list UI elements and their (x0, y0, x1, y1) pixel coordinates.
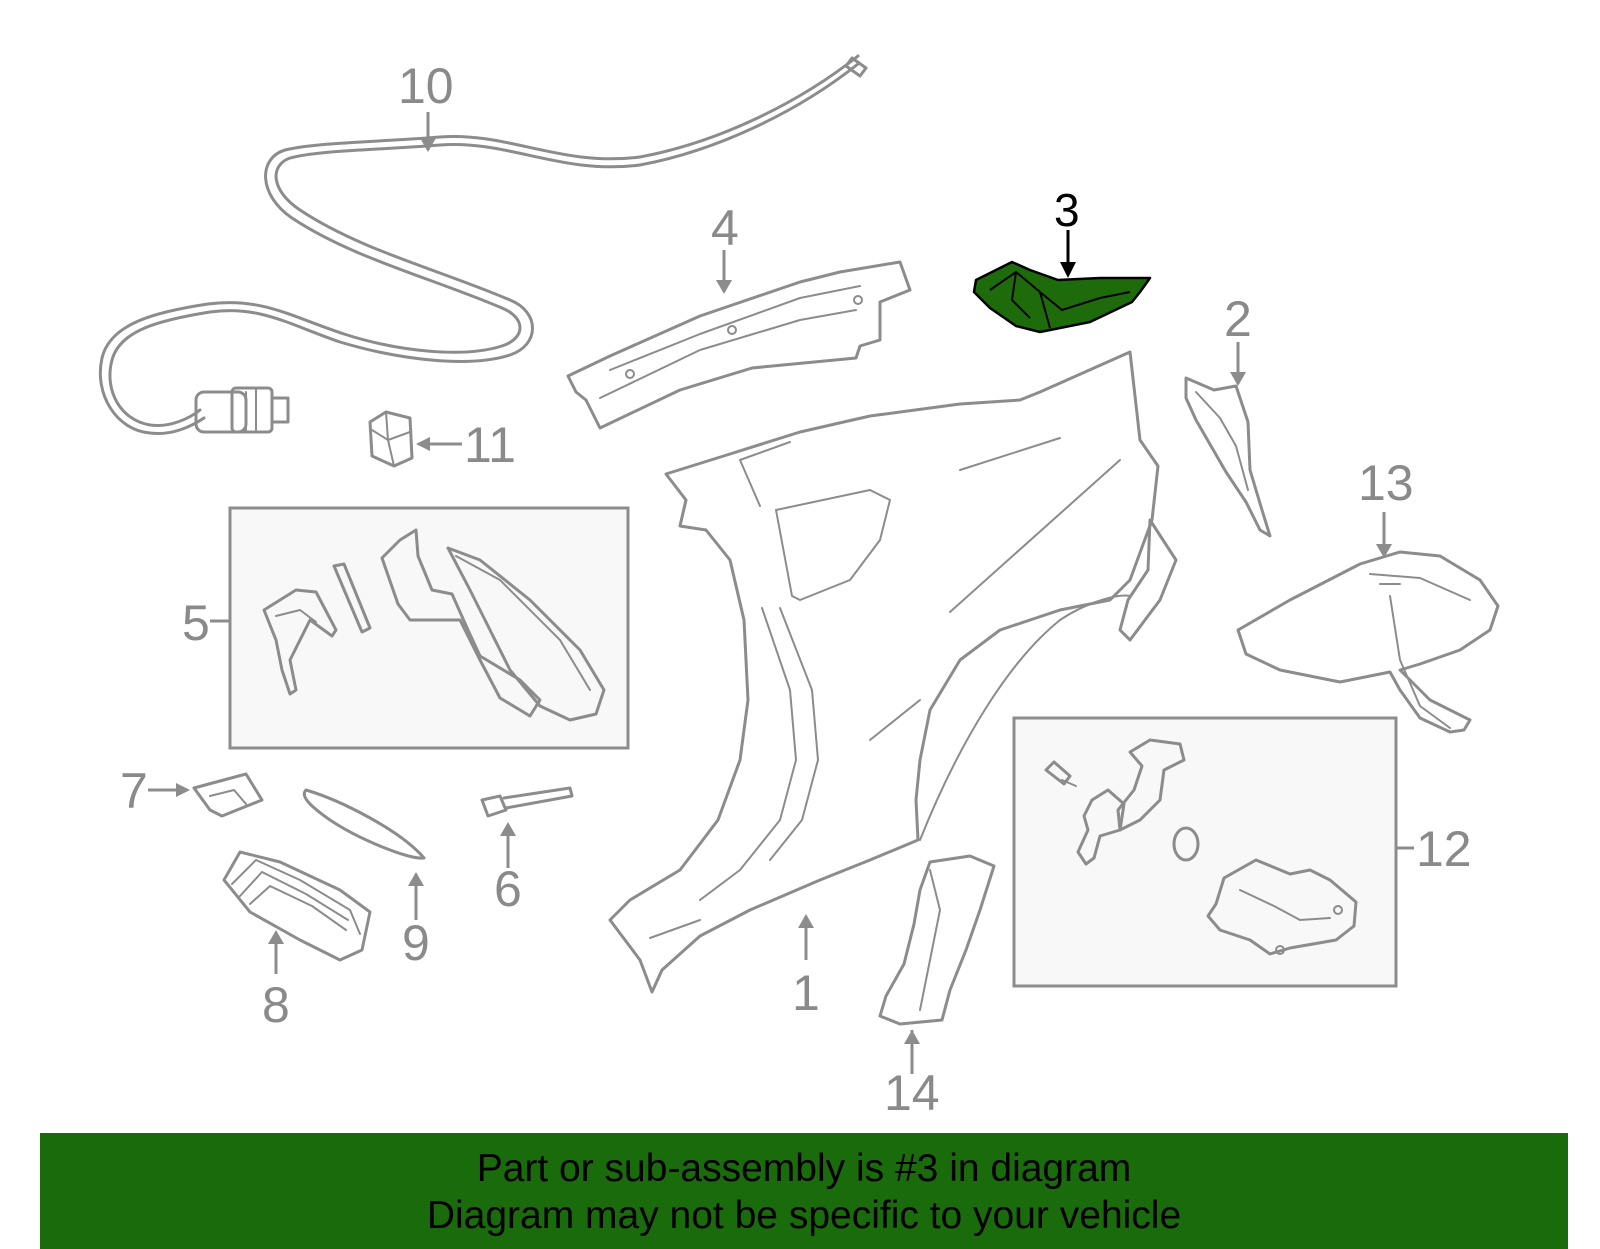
part-2-bracket[interactable] (1184, 376, 1272, 538)
part-3-highlighted-bracket[interactable] (972, 260, 1152, 334)
leader-1-arrowhead (798, 914, 814, 928)
part-9-seal[interactable] (302, 788, 426, 860)
part-13-liner[interactable] (1236, 550, 1500, 734)
part-12-group-box (1012, 716, 1398, 988)
callout-11[interactable]: 11 (464, 417, 516, 473)
callout-10[interactable]: 10 (398, 58, 454, 114)
leader-2-arrowhead (1230, 372, 1246, 386)
callout-1[interactable]: 1 (792, 965, 820, 1021)
callout-9[interactable]: 9 (402, 915, 430, 971)
callout-14[interactable]: 14 (884, 1065, 940, 1121)
leader-8-arrowhead (268, 930, 284, 944)
part-5-group-box (228, 506, 630, 750)
part-7-small-bracket[interactable] (192, 772, 264, 818)
leader-10-arrowhead (420, 138, 436, 152)
part-4-inner-rail[interactable] (566, 260, 912, 430)
part-6-rivet[interactable] (480, 786, 574, 818)
leader-13-arrowhead (1376, 544, 1392, 558)
leader-11-arrowhead (416, 437, 430, 451)
callout-2[interactable]: 2 (1224, 291, 1252, 347)
info-banner: Part or sub-assembly is #3 in diagram Di… (40, 1133, 1568, 1249)
cable-actuator (194, 386, 290, 434)
part-5-fuel-door-housing[interactable] (262, 528, 606, 722)
part-11-clip[interactable] (368, 410, 414, 468)
callout-8[interactable]: 8 (262, 977, 290, 1033)
part-14-extension[interactable] (878, 854, 996, 1026)
leader-14-arrowhead (904, 1030, 920, 1044)
callout-12[interactable]: 12 (1416, 821, 1472, 877)
leader-3-arrowhead (1060, 262, 1076, 278)
callout-13[interactable]: 13 (1358, 455, 1414, 511)
leader-6-arrowhead (500, 822, 516, 836)
banner-line-1: Part or sub-assembly is #3 in diagram (476, 1147, 1132, 1190)
leader-9-arrowhead (408, 872, 424, 886)
callout-3[interactable]: 3 (1054, 184, 1080, 236)
callout-4[interactable]: 4 (711, 200, 739, 256)
part-1-quarter-panel[interactable] (608, 350, 1178, 994)
leader-4-arrowhead (716, 280, 732, 294)
part-12-hinge-assembly[interactable] (1044, 738, 1358, 956)
part-10-release-cable[interactable] (99, 54, 868, 436)
banner-line-2: Diagram may not be specific to your vehi… (426, 1194, 1182, 1237)
callout-5[interactable]: 5 (182, 595, 210, 651)
callout-7[interactable]: 7 (120, 763, 148, 819)
part-8-pocket[interactable] (222, 850, 372, 962)
callout-6[interactable]: 6 (494, 861, 522, 917)
leader-7-arrowhead (176, 783, 190, 797)
